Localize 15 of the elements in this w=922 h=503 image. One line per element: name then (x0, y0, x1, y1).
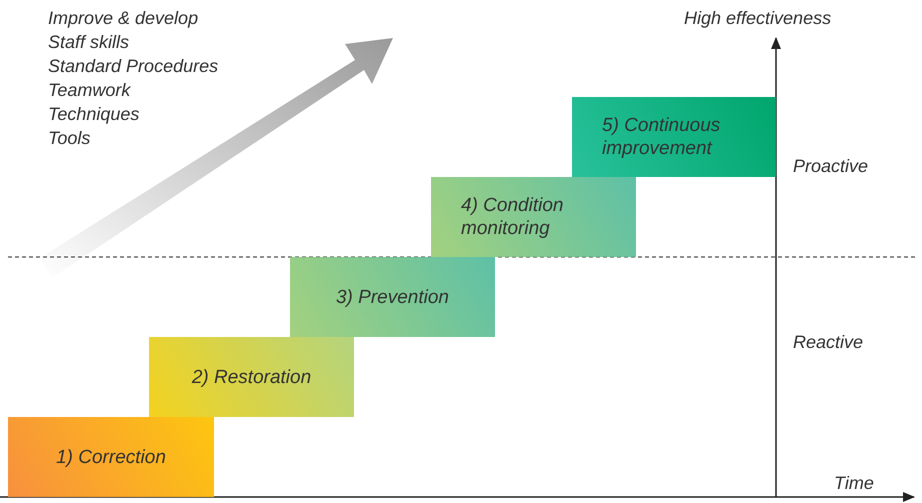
step-box: 4) Condition monitoring (431, 177, 636, 257)
note-text: Standard Procedures (48, 55, 218, 78)
zone-label: Proactive (793, 155, 868, 178)
step-box: 3) Prevention (290, 257, 495, 337)
step-box: 1) Correction (8, 417, 214, 497)
note-text: Staff skills (48, 31, 130, 54)
step-box: 5) Continuous improvement (572, 97, 776, 177)
axis-label: High effectiveness (684, 7, 832, 30)
note-text: Teamwork (48, 79, 130, 102)
note-text: Tools (48, 127, 90, 150)
note-text: Techniques (48, 103, 140, 126)
step-box: 2) Restoration (149, 337, 354, 417)
note-text: Improve & develop (48, 7, 198, 30)
zone-label: Reactive (793, 331, 864, 354)
axis-label: Time (834, 472, 874, 495)
